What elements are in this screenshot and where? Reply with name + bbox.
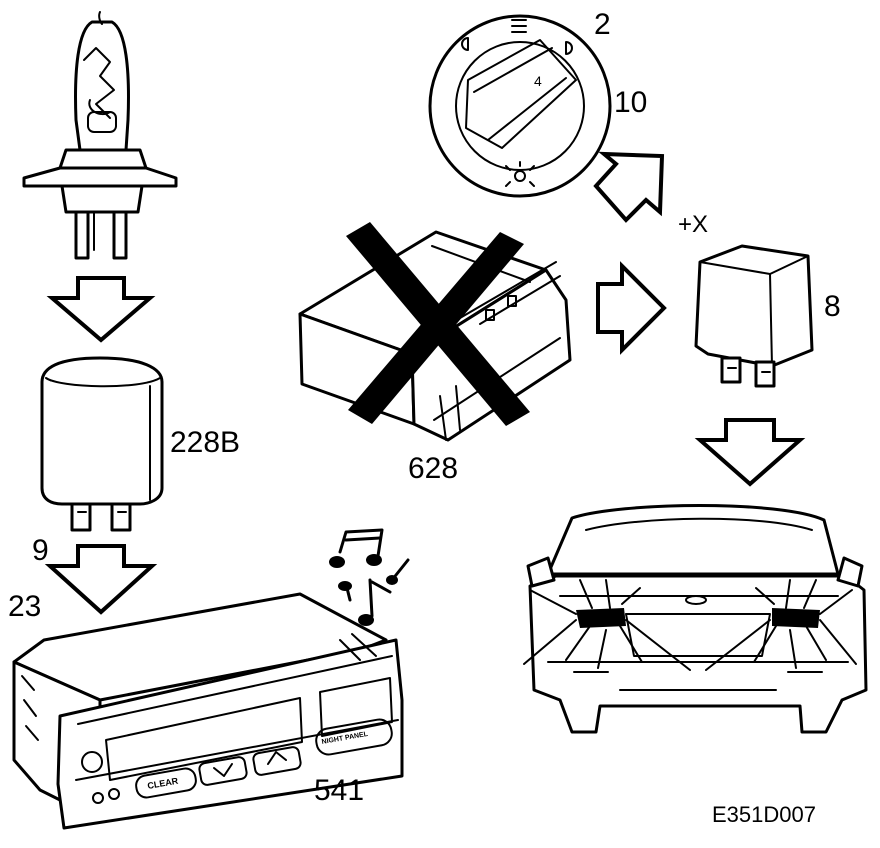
arrow-down-icon — [44, 544, 158, 615]
label-541: 541 — [314, 774, 364, 807]
car-front-icon — [523, 504, 868, 734]
relay-228b — [40, 356, 164, 532]
arrow-diagonal-icon — [593, 151, 665, 223]
label-plus-x: +X — [678, 211, 708, 238]
cross-icon — [346, 222, 530, 426]
label-628: 628 — [408, 452, 458, 485]
relay-8 — [694, 244, 814, 388]
music-notes-icon — [329, 528, 410, 626]
label-10: 10 — [614, 86, 647, 119]
info-display-icon — [12, 592, 404, 830]
label-23: 23 — [8, 590, 41, 623]
label-8: 8 — [824, 290, 841, 323]
figure-code: E351D007 — [712, 802, 816, 827]
light-switch-icon: 4 — [428, 14, 612, 198]
label-9: 9 — [32, 534, 49, 567]
arrow-down-icon — [46, 276, 156, 343]
svg-text:4: 4 — [534, 73, 542, 89]
arrow-down-icon — [694, 418, 806, 487]
label-2: 2 — [594, 8, 611, 41]
bulb-icon — [22, 11, 178, 260]
label-228b: 228B — [170, 426, 240, 459]
arrow-right-icon — [596, 261, 667, 355]
